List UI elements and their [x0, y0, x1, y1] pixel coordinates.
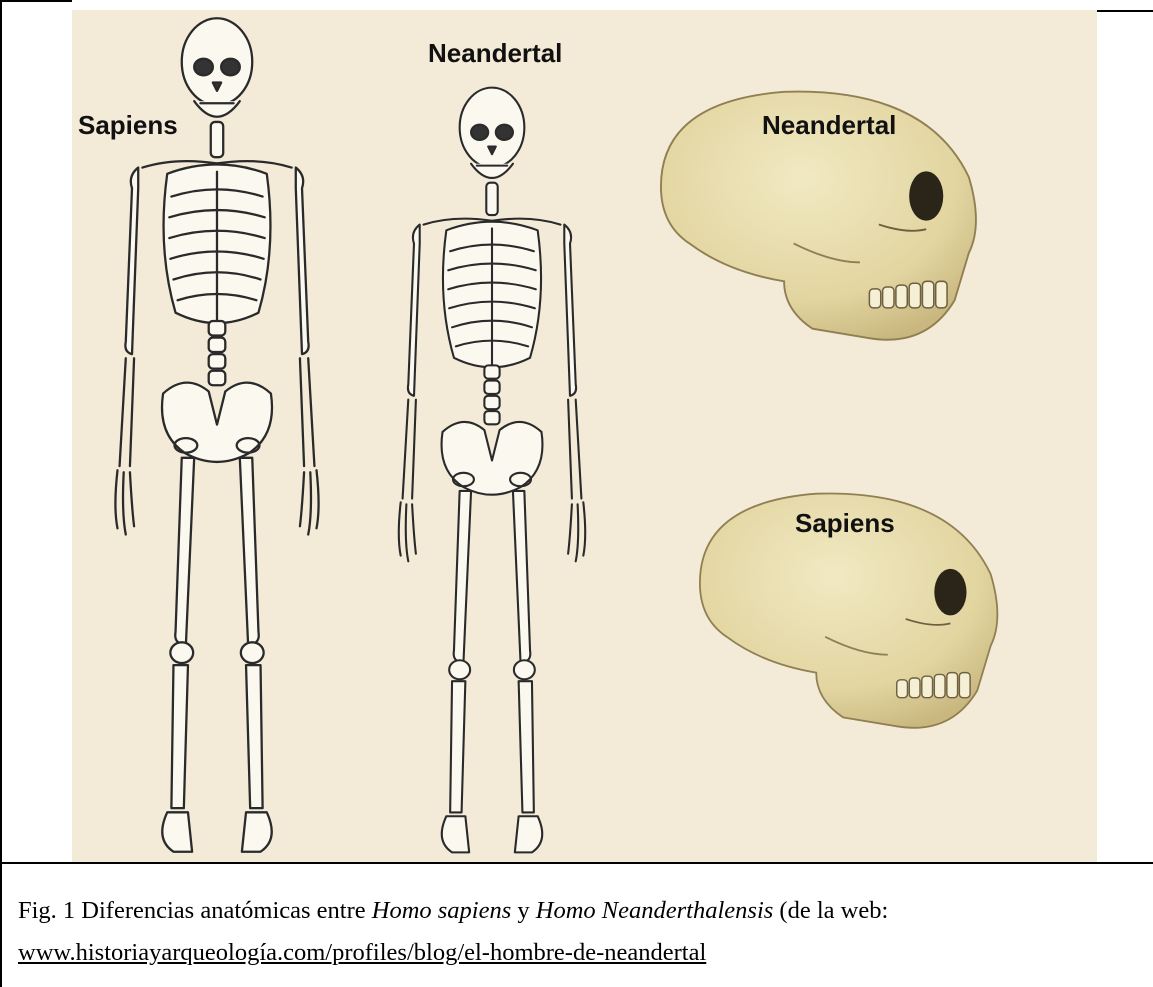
caption-middle: y — [511, 897, 536, 924]
frame-top-border-left — [0, 0, 72, 2]
caption-prefix: Fig. 1 Diferencias anatómicas entre — [18, 897, 372, 924]
frame-divider-line — [0, 862, 1153, 864]
label-sapiens-skeleton: Sapiens — [78, 110, 178, 141]
caption-species-1: Homo sapiens — [372, 897, 512, 924]
frame-left-border — [0, 0, 2, 987]
sapiens-skeleton — [115, 18, 318, 851]
label-neandertal-skeleton: Neandertal — [428, 38, 562, 69]
neandertal-skeleton — [399, 88, 585, 853]
caption-url-link[interactable]: www.historiayarqueología.com/profiles/bl… — [18, 939, 706, 966]
caption-suffix: (de la web: — [773, 897, 888, 924]
label-sapiens-skull: Sapiens — [795, 508, 895, 539]
frame-top-border-right — [1097, 10, 1153, 12]
figure-caption: Fig. 1 Diferencias anatómicas entre Homo… — [18, 890, 1138, 974]
label-neandertal-skull: Neandertal — [762, 110, 896, 141]
figure-image: Sapiens Neandertal Neandertal Sapiens — [72, 10, 1097, 862]
figure-illustration — [72, 10, 1097, 862]
caption-species-2: Homo Neanderthalensis — [536, 897, 774, 924]
